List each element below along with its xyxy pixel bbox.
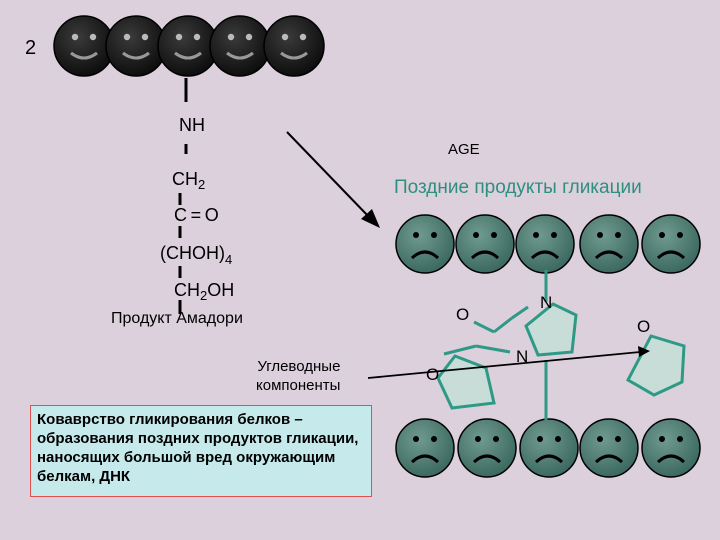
formula-ch2: CH2 (172, 169, 205, 191)
sad-face-icon (579, 214, 639, 274)
formula-ch2oh-text-b: OH (207, 280, 235, 300)
late-products-label: Поздние продукты гликации (394, 177, 642, 198)
smiley-face-icon (105, 15, 167, 77)
formula-ch2oh: CH2OH (174, 280, 235, 302)
formula-nh: NH (179, 115, 205, 135)
ring-right (626, 334, 686, 397)
carb-label: Углеводные компоненты (256, 357, 340, 395)
atom-n-mid: N (516, 347, 529, 366)
sad-face-icon (641, 418, 701, 478)
sad-face-icon (395, 418, 455, 478)
formula-choh-text: (CHOH) (160, 243, 225, 263)
sad-face-icon (641, 214, 701, 274)
age-label: AGE (448, 141, 480, 158)
info-box: Коваврство гликирования белков – образов… (30, 405, 372, 497)
atom-o-top: O (456, 305, 470, 324)
age-arrow (286, 131, 380, 228)
atom-o-left: O (426, 365, 440, 384)
crosslink-structure (443, 270, 548, 420)
sad-face-icon (457, 418, 517, 478)
smiley-face-icon (263, 15, 325, 77)
formula-ch2oh-text-a: CH (174, 280, 200, 300)
formula-bonds (178, 78, 188, 314)
carb-label-line2: компоненты (256, 377, 341, 394)
formula-choh-subscript: 4 (225, 252, 233, 267)
smiley-face-icon (209, 15, 271, 77)
carb-arrow (367, 346, 650, 379)
formula-ch2oh-subscript: 2 (200, 288, 208, 303)
slide-number: 2 (25, 37, 37, 59)
sad-faces-bottom-row (395, 418, 701, 478)
formula-carbonyl: C = O (174, 205, 219, 225)
sad-face-icon (455, 214, 515, 274)
sad-face-icon (579, 418, 639, 478)
formula-ch2-subscript: 2 (198, 177, 206, 192)
sad-face-icon (395, 214, 455, 274)
smiley-face-icon (157, 15, 219, 77)
carb-label-line1: Углеводные (257, 358, 341, 375)
ring-left (436, 354, 496, 410)
sad-face-icon (515, 214, 575, 274)
smiley-face-icon (53, 15, 115, 77)
sad-faces-top-row (395, 214, 701, 274)
sad-face-icon (519, 418, 579, 478)
amadori-label: Продукт Амадори (111, 310, 243, 327)
ring-right-top (524, 302, 578, 357)
formula-ch2-text: CH (172, 169, 198, 189)
atom-n-top: N (540, 293, 553, 312)
formula-choh: (CHOH)4 (160, 243, 232, 266)
atom-o-right: O (637, 317, 651, 336)
happy-faces-row (53, 15, 325, 77)
